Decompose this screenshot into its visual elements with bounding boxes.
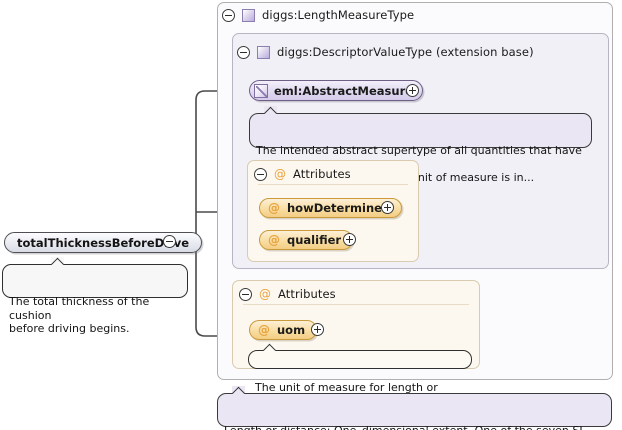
callout-pointer-icon bbox=[51, 257, 64, 265]
element-name-label: eml:AbstractMeasure bbox=[274, 83, 414, 98]
type-header-length-measure-type: diggs:LengthMeasureType bbox=[222, 6, 414, 24]
at-sign-icon: @ bbox=[268, 201, 280, 215]
element-eml-abstract-measure[interactable]: eml:AbstractMeasure bbox=[249, 80, 424, 101]
attributes-group-header-1: @ Attributes bbox=[254, 165, 351, 183]
documentation-abstract-measure: The intended abstract supertype of all q… bbox=[249, 106, 592, 184]
callout-pointer-icon bbox=[263, 343, 276, 351]
at-sign-icon: @ bbox=[268, 233, 280, 247]
callout-pointer-icon bbox=[264, 106, 277, 114]
complex-type-icon bbox=[242, 8, 255, 22]
attributes-group-label: Attributes bbox=[278, 287, 336, 301]
at-sign-icon: @ bbox=[259, 287, 271, 301]
attribute-name-label: uom bbox=[277, 323, 306, 337]
at-sign-icon: @ bbox=[258, 323, 270, 337]
attribute-name-label: howDetermined bbox=[287, 201, 391, 215]
documentation-uom: The unit of measure for length or distan… bbox=[248, 343, 472, 408]
expand-icon-qualifier[interactable] bbox=[343, 233, 356, 246]
attributes-group-label: Attributes bbox=[293, 167, 351, 181]
attribute-uom[interactable]: @ uom bbox=[249, 320, 318, 340]
documentation-total-thickness-before-drive: The total thickness of the cushion befor… bbox=[2, 257, 188, 335]
type-name-label: diggs:LengthMeasureType bbox=[262, 8, 415, 22]
root-element-total-thickness-before-drive[interactable]: totalThicknessBeforeDrive bbox=[4, 232, 203, 253]
documentation-text: Length or distance: One–dimensional exte… bbox=[224, 424, 583, 430]
extension-base-label: diggs:DescriptorValueType (extension bas… bbox=[277, 45, 534, 59]
complex-type-icon bbox=[257, 45, 270, 59]
panel-divider bbox=[258, 184, 408, 185]
attribute-qualifier[interactable]: @ qualifier bbox=[259, 230, 354, 250]
callout-pointer-icon bbox=[232, 386, 245, 394]
collapse-icon-descriptor-value-type[interactable] bbox=[237, 45, 250, 59]
documentation-text: The total thickness of the cushion befor… bbox=[9, 295, 150, 335]
expand-icon-uom[interactable] bbox=[311, 323, 324, 336]
abstract-element-icon bbox=[254, 83, 268, 98]
collapse-icon-attributes-1[interactable] bbox=[254, 167, 267, 181]
expand-icon-how-determined[interactable] bbox=[381, 201, 394, 214]
attribute-name-label: qualifier bbox=[287, 233, 342, 247]
documentation-length-measure-type: Length or distance: One–dimensional exte… bbox=[217, 386, 612, 430]
expand-icon-eml-abstract-measure[interactable] bbox=[406, 84, 419, 97]
at-sign-icon: @ bbox=[274, 167, 286, 181]
collapse-icon-length-measure-type[interactable] bbox=[222, 8, 235, 22]
panel-divider bbox=[243, 304, 469, 305]
attributes-group-header-2: @ Attributes bbox=[239, 285, 336, 303]
type-header-descriptor-value-type: diggs:DescriptorValueType (extension bas… bbox=[237, 43, 534, 61]
attribute-how-determined[interactable]: @ howDetermined bbox=[259, 198, 403, 218]
collapse-icon-root-element[interactable] bbox=[163, 235, 176, 248]
collapse-icon-attributes-2[interactable] bbox=[239, 287, 252, 301]
root-element-label: totalThicknessBeforeDrive bbox=[17, 235, 190, 250]
